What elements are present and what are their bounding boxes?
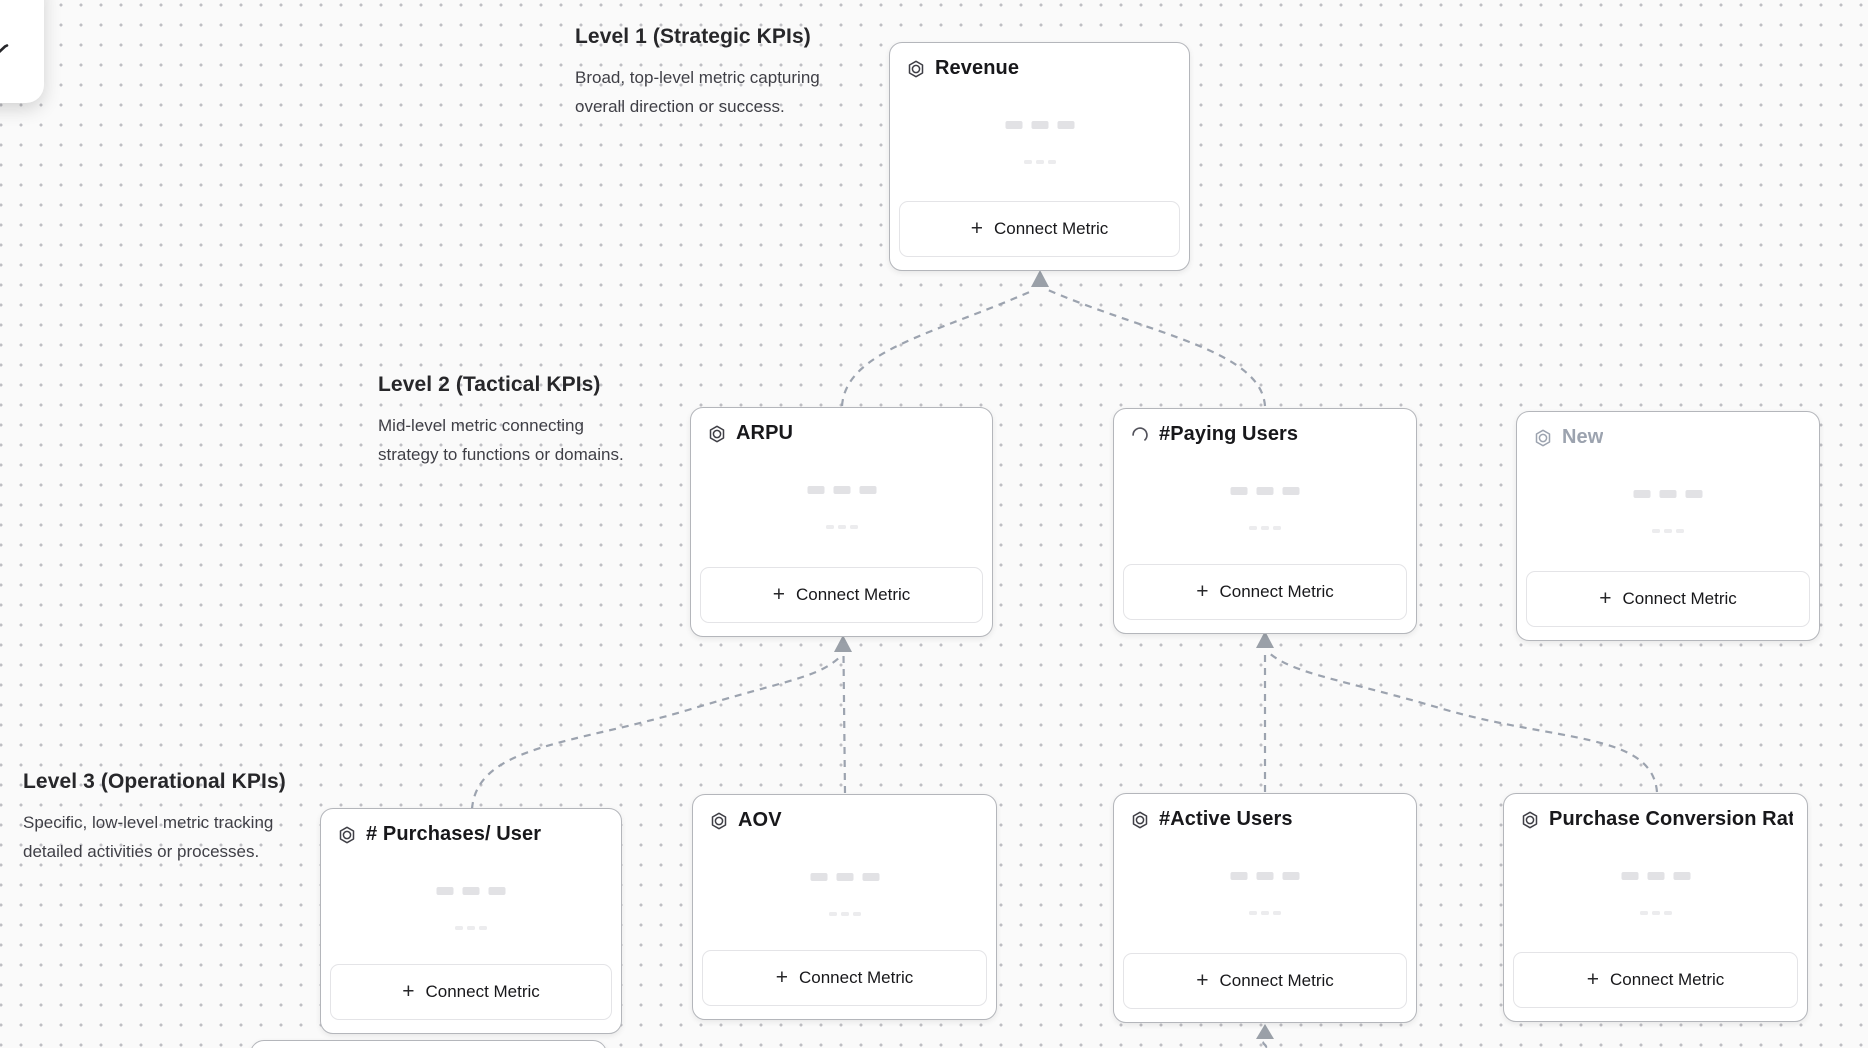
connect-metric-label: Connect Metric: [1219, 582, 1334, 601]
metric-hexagon-icon: [1535, 429, 1551, 446]
connect-metric-button[interactable]: + Connect Metric: [330, 964, 612, 1020]
skeleton-dashes: [1023, 160, 1056, 164]
level-1-desc-line2: overall direction or success.: [575, 97, 785, 117]
metric-hexagon-icon: [709, 425, 725, 442]
connect-metric-label: Connect Metric: [993, 219, 1109, 238]
skeleton-dashes: [825, 525, 858, 529]
level-2-desc-line1: Mid-level metric connecting: [378, 416, 584, 436]
connect-metric-label: Connect Metric: [1219, 971, 1334, 990]
edge-aov-arpu: [842, 653, 847, 794]
skeleton-bars: [1633, 490, 1703, 498]
skeleton-bars: [1005, 121, 1074, 129]
metric-hexagon-icon: [908, 60, 924, 77]
edge-payingusers-revenue: [1047, 288, 1267, 407]
edge-arpu-revenue: [840, 288, 1035, 407]
connect-metric-button[interactable]: + Connect Metric: [1526, 571, 1810, 627]
level-2-description: Mid-level metric connecting strategy to …: [378, 411, 624, 469]
arrowhead-activeusers: [1256, 1024, 1274, 1039]
metric-card-aov[interactable]: AOV + Connect Metric: [692, 794, 997, 1020]
metric-hexagon-icon: [1522, 811, 1538, 828]
skeleton-bars: [1230, 872, 1300, 880]
connect-metric-label: Connect Metric: [1609, 970, 1725, 989]
metric-card-title: AOV: [738, 809, 782, 831]
metric-card-title: Purchase Conversion Rate: [1549, 808, 1793, 830]
level-3-header: Level 3 (Operational KPIs) Specific, low…: [23, 769, 286, 866]
metric-card-title: #Active Users: [1159, 808, 1293, 830]
skeleton-dashes: [1249, 911, 1281, 915]
skeleton-bars: [807, 486, 876, 494]
plus-icon: +: [1196, 580, 1209, 603]
metric-card-title: # Purchases/ User: [366, 823, 542, 845]
level-2-title: Level 2 (Tactical KPIs): [378, 373, 601, 396]
plus-icon: +: [402, 980, 415, 1003]
connect-metric-label: Connect Metric: [425, 982, 540, 1001]
connect-metric-button[interactable]: + Connect Metric: [1513, 952, 1798, 1008]
metric-card-title: New: [1562, 426, 1604, 448]
connect-metric-button[interactable]: + Connect Metric: [1123, 953, 1407, 1009]
metric-card-title: ARPU: [736, 422, 794, 444]
metric-card-paying-users[interactable]: #Paying Users + Connect Metric: [1113, 408, 1417, 634]
metric-hexagon-icon: [711, 812, 727, 829]
level-3-desc-line1: Specific, low-level metric tracking: [23, 813, 274, 833]
metric-card-partial-offscreen[interactable]: [250, 1040, 607, 1048]
connect-metric-button[interactable]: + Connect Metric: [899, 201, 1180, 257]
skeleton-dashes: [828, 912, 861, 916]
arrowhead-revenue: [1031, 270, 1049, 287]
skeleton-bars: [810, 873, 879, 881]
level-1-title: Level 1 (Strategic KPIs): [575, 25, 811, 48]
skeleton-bars: [1621, 872, 1690, 880]
skeleton-dashes: [1639, 911, 1672, 915]
level-3-title: Level 3 (Operational KPIs): [23, 770, 286, 793]
metric-card-purchase-conversion-rate[interactable]: Purchase Conversion Rate + Connect Metri…: [1503, 793, 1808, 1022]
metric-card-revenue[interactable]: Revenue + Connect Metric: [889, 42, 1190, 271]
arrowhead-arpu: [834, 635, 852, 652]
connect-metric-label: Connect Metric: [795, 585, 911, 604]
cursor-tool-icon: [0, 44, 9, 53]
metric-hexagon-icon: [1132, 811, 1148, 828]
metric-card-new[interactable]: New + Connect Metric: [1516, 411, 1820, 641]
metric-hexagon-icon: [339, 826, 355, 843]
metric-card-purchases-per-user[interactable]: # Purchases/ User + Connect Metric: [320, 808, 622, 1034]
connect-metric-button[interactable]: + Connect Metric: [702, 950, 987, 1006]
level-3-description: Specific, low-level metric tracking deta…: [23, 808, 286, 866]
plus-icon: +: [970, 217, 983, 240]
metric-card-title: #Paying Users: [1159, 423, 1299, 445]
skeleton-dashes: [455, 926, 487, 930]
loading-spinner-icon: [1132, 426, 1148, 441]
plus-icon: +: [772, 583, 785, 606]
skeleton-bars: [1230, 487, 1300, 495]
edge-purchases-arpu: [470, 655, 842, 810]
connect-metric-label: Connect Metric: [1622, 589, 1737, 608]
edge-pcr-payingusers: [1267, 651, 1659, 793]
skeleton-dashes: [1249, 526, 1281, 530]
connect-metric-label: Connect Metric: [798, 968, 914, 987]
level-1-desc-line1: Broad, top-level metric capturing: [575, 68, 820, 88]
level-2-header: Level 2 (Tactical KPIs) Mid-level metric…: [378, 372, 624, 469]
floating-toolbar-panel[interactable]: [0, 0, 44, 103]
plus-icon: +: [1586, 968, 1599, 991]
level-3-desc-line2: detailed activities or processes.: [23, 842, 260, 862]
plus-icon: +: [1196, 969, 1209, 992]
plus-icon: +: [775, 966, 788, 989]
level-2-desc-line2: strategy to functions or domains.: [378, 445, 624, 465]
metric-card-title: Revenue: [935, 57, 1020, 79]
metric-card-active-users[interactable]: #Active Users + Connect Metric: [1113, 793, 1417, 1023]
skeleton-bars: [436, 887, 506, 895]
level-1-description: Broad, top-level metric capturing overal…: [575, 63, 820, 121]
connect-metric-button[interactable]: + Connect Metric: [700, 567, 983, 623]
edge-offscreen-activeusers: [1262, 1041, 1268, 1048]
level-1-header: Level 1 (Strategic KPIs) Broad, top-leve…: [575, 24, 820, 121]
skeleton-dashes: [1652, 529, 1684, 533]
plus-icon: +: [1599, 587, 1612, 610]
connect-metric-button[interactable]: + Connect Metric: [1123, 564, 1407, 620]
metric-card-arpu[interactable]: ARPU + Connect Metric: [690, 407, 993, 637]
